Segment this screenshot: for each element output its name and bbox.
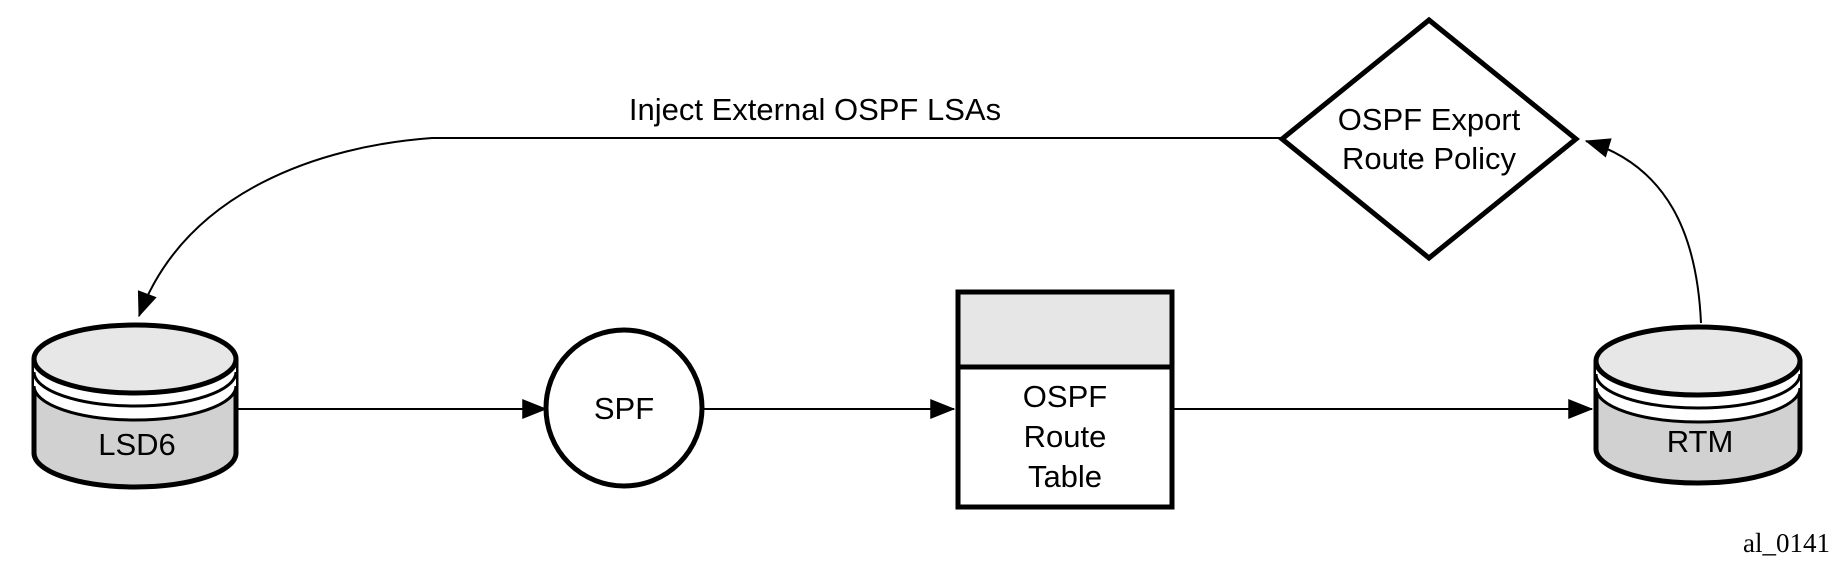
route-table-body: [958, 367, 1172, 507]
inject-lsas-edge-label: Inject External OSPF LSAs: [629, 92, 1001, 127]
route-table-label-line-2: Route: [1024, 419, 1107, 454]
lsdb-cylinder-node: LSD6: [31, 322, 239, 490]
rtm-cylinder-top: [1593, 324, 1803, 398]
lsdb-cylinder-top: [31, 322, 239, 396]
rtm-label: RTM: [1667, 424, 1734, 459]
rtm-cylinder-node: RTM: [1593, 324, 1803, 486]
route-table-label-line-1: OSPF: [1023, 379, 1107, 414]
lsdb-label: LSD6: [98, 427, 176, 462]
edges-layer: [137, 137, 1702, 419]
route-table-header: [958, 292, 1172, 367]
export-policy-label-line-2: Route Policy: [1342, 141, 1517, 176]
figure-id-label: al_0141: [1743, 528, 1830, 558]
diagram-root: LSD6 SPF OSPF Route Table: [31, 16, 1830, 558]
edge-export-policy-to-lsdb: [137, 137, 1282, 318]
route-table-border: [955, 289, 1175, 510]
lsdb-cylinder-ring-2: [32, 385, 238, 422]
edge-rtm-to-export-policy: [1584, 138, 1702, 324]
spf-label: SPF: [594, 391, 654, 426]
lsdb-cylinder-band: [34, 359, 236, 420]
route-table-label-line-3: Table: [1028, 459, 1102, 494]
rtm-cylinder-ring-2: [1594, 387, 1802, 424]
export-policy-decision-node: OSPF Export Route Policy: [1278, 16, 1580, 262]
export-policy-diamond: [1278, 16, 1580, 262]
spf-process-node: SPF: [543, 327, 705, 489]
route-table-node: OSPF Route Table: [955, 289, 1175, 510]
rtm-cylinder-ring-1: [1594, 373, 1802, 410]
rtm-cylinder-band: [1596, 361, 1800, 422]
lsdb-cylinder-ring-1: [32, 371, 238, 408]
export-policy-label-line-1: OSPF Export: [1338, 102, 1521, 137]
spf-circle: [543, 327, 705, 489]
